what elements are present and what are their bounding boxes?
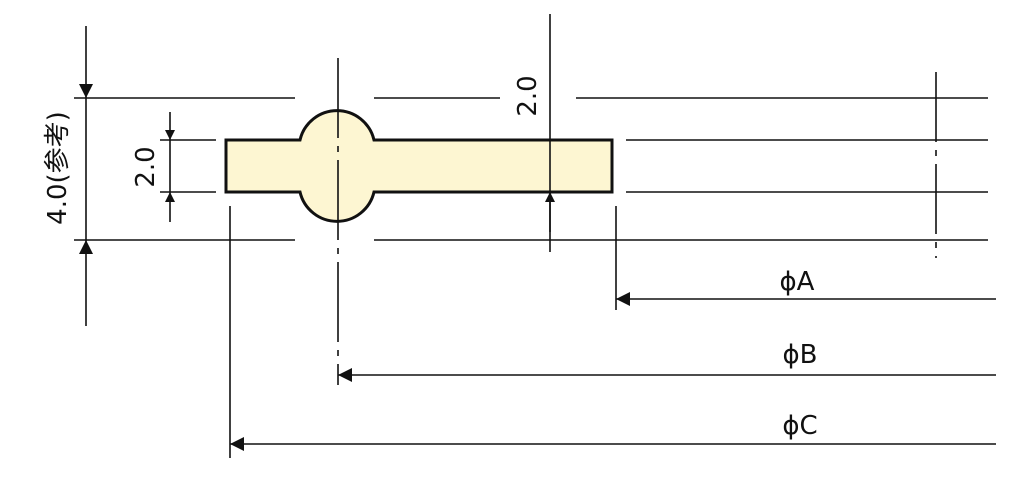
dim-dia-c-label: ϕC: [782, 411, 817, 441]
extension-lines: [74, 97, 988, 241]
dim-overall-thickness-label: 4.0(参考): [43, 111, 73, 225]
dim-inner-thickness-right-label: 2.0: [513, 75, 543, 116]
diameter-extension-lines: [229, 14, 617, 458]
part-profile: [224, 109, 614, 223]
dim-dia-a-label: ϕA: [780, 267, 815, 297]
dim-dia-b-label: ϕB: [783, 340, 818, 370]
dim-inner-thickness-left-label: 2.0: [131, 146, 161, 187]
